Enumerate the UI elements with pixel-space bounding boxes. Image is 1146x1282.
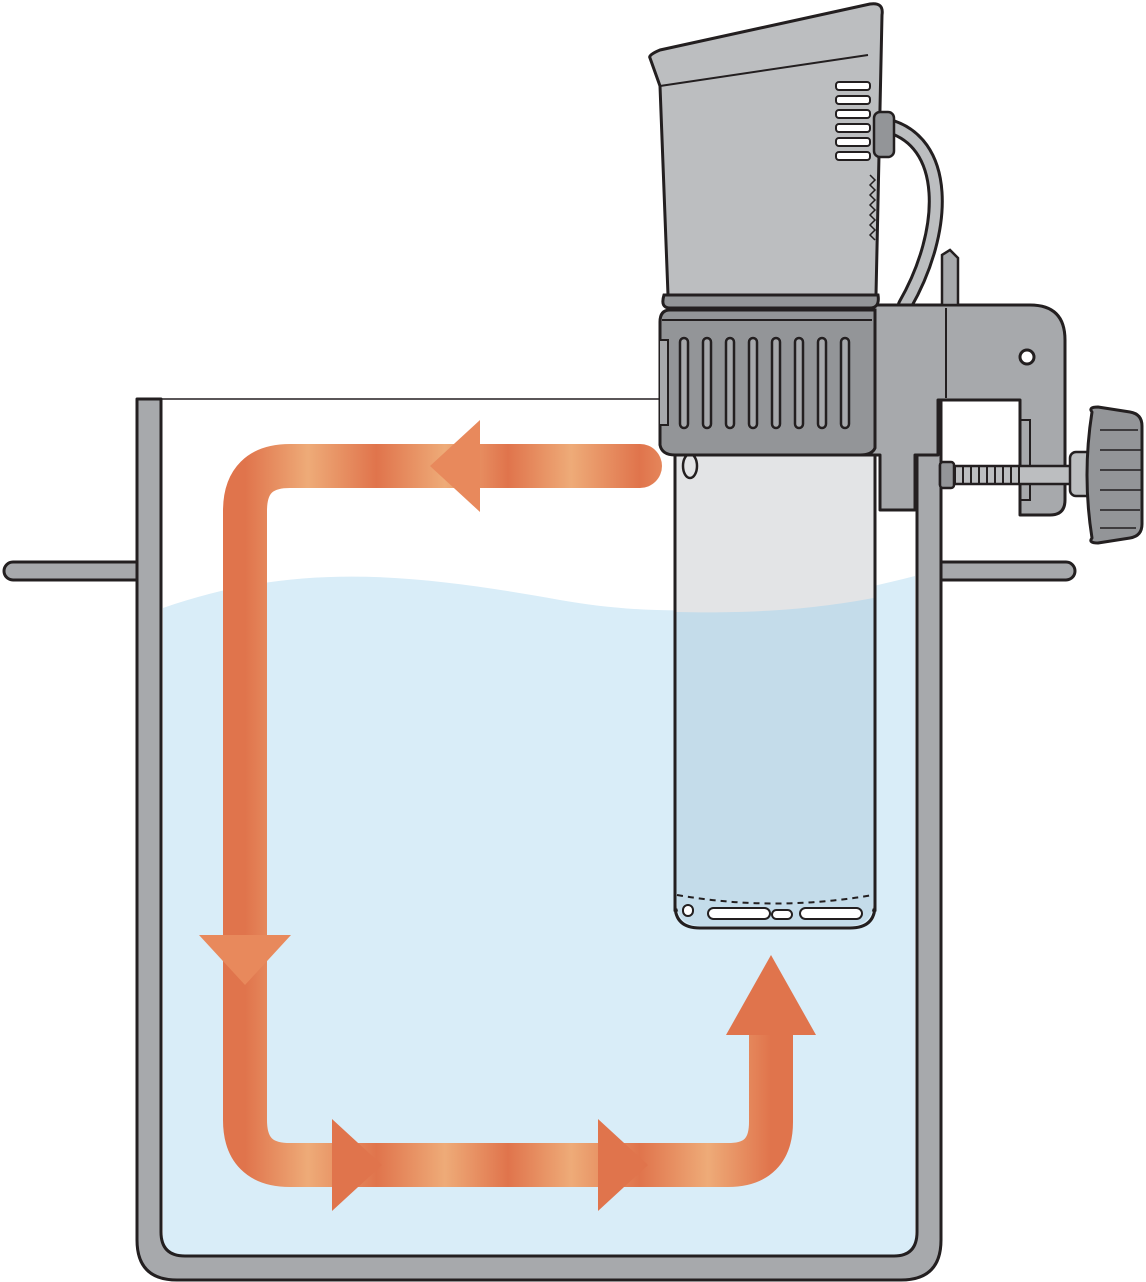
cord-connector	[872, 110, 896, 159]
flow-path	[223, 444, 793, 1187]
clamp-pin-hole	[1018, 348, 1036, 366]
clamp-tab	[940, 248, 960, 307]
device-vent-slot	[682, 904, 694, 917]
pot-handle-left	[2, 560, 156, 582]
flow-arrow-down	[199, 935, 291, 985]
device-vent-slot	[799, 907, 863, 920]
power-cord-fill	[880, 120, 941, 310]
flow-arrow-right-2	[598, 1119, 648, 1211]
device-vent-slot	[707, 907, 771, 920]
flow-arrow-right-1	[332, 1119, 382, 1211]
immersion-circulator-icon	[648, 2, 1144, 930]
device-collar	[658, 308, 877, 457]
collar-ridges	[678, 336, 851, 430]
device-head	[648, 2, 896, 310]
display-vents	[835, 81, 871, 161]
device-vent-slot	[771, 909, 793, 920]
device-tube-submerged	[676, 598, 874, 926]
clamp-jaw	[1020, 419, 1031, 501]
pot-handle-right	[923, 560, 1077, 582]
flow-arrow-left	[430, 420, 480, 512]
clamp-screw	[938, 460, 1077, 490]
device-tube-band	[676, 894, 874, 905]
water-circulation-arrows-icon	[199, 420, 816, 1211]
clamp-knob-icon	[1068, 405, 1144, 545]
flow-arrow-up	[726, 955, 816, 1035]
pot-clamp-icon	[856, 303, 1067, 517]
device-tube-bottom	[673, 895, 877, 930]
